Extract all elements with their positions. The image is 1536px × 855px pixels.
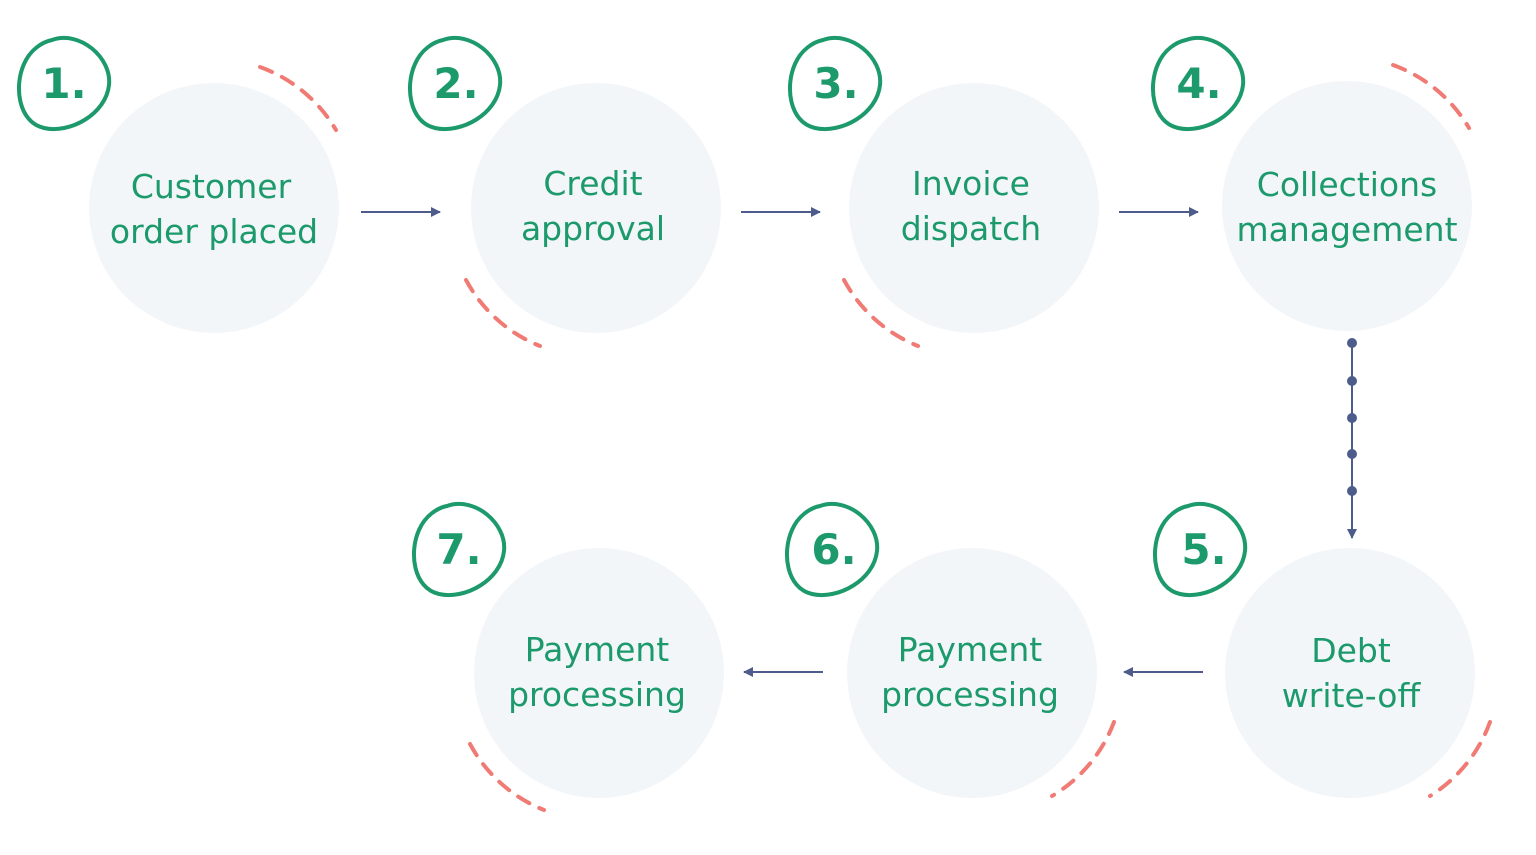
connector-dot	[1347, 376, 1357, 386]
step-number-badge	[787, 36, 883, 132]
step-label-line-2: processing	[881, 675, 1059, 714]
step-number: 1.	[41, 59, 86, 108]
dashed-accent-arc	[1428, 720, 1492, 798]
step-7: 7. Payment processing	[411, 502, 724, 812]
step-number: 6.	[811, 525, 856, 574]
step-number-badge	[407, 36, 503, 132]
step-1: 1. Customer order placed	[16, 36, 339, 333]
step-label-line-2: write-off	[1282, 676, 1422, 715]
step-label-line-1: Customer	[131, 167, 292, 206]
step-label-line-1: Invoice	[912, 164, 1030, 203]
step-label-line-1: Credit	[543, 164, 642, 203]
step-circle	[849, 83, 1099, 333]
step-6: 6. Payment processing	[784, 502, 1116, 798]
step-2: 2. Credit approval	[407, 36, 721, 348]
step-label-line-2: dispatch	[901, 209, 1041, 248]
step-number-badge	[1150, 36, 1246, 132]
step-circle	[471, 83, 721, 333]
step-number: 5.	[1181, 525, 1226, 574]
step-5: 5. Debt write-off	[1152, 502, 1492, 798]
step-number: 2.	[433, 59, 478, 108]
step-number: 7.	[436, 525, 481, 574]
connector-dot	[1347, 486, 1357, 496]
step-number-badge	[784, 502, 880, 598]
step-label-line-2: order placed	[110, 212, 318, 251]
connector-dot	[1347, 338, 1357, 348]
dashed-accent-arc	[258, 65, 338, 132]
step-label-line-1: Debt	[1311, 631, 1391, 670]
step-circle	[1222, 81, 1472, 331]
connector-dot	[1347, 413, 1357, 423]
step-number: 3.	[813, 59, 858, 108]
dashed-accent-arc	[1050, 720, 1116, 798]
step-number-badge	[1152, 502, 1248, 598]
connector-dot	[1347, 449, 1357, 459]
step-label-line-1: Payment	[898, 630, 1043, 669]
dashed-accent-arc	[842, 278, 920, 348]
step-4: 4. Collections management	[1150, 36, 1472, 331]
step-number-badge	[411, 502, 507, 598]
step-number-badge	[16, 36, 112, 132]
connectors	[361, 207, 1357, 677]
step-circle	[474, 548, 724, 798]
step-label-line-2: approval	[521, 209, 665, 248]
dashed-accent-arc	[1391, 63, 1471, 130]
step-label-line-2: processing	[508, 675, 686, 714]
connector-dots	[1347, 338, 1357, 496]
step-label-line-1: Collections	[1257, 165, 1437, 204]
step-circle	[847, 548, 1097, 798]
dashed-accent-arc	[464, 278, 542, 348]
step-label-line-1: Payment	[525, 630, 670, 669]
step-circle	[89, 83, 339, 333]
dashed-accent-arc	[468, 742, 546, 812]
step-label-line-2: management	[1236, 210, 1457, 249]
step-number: 4.	[1176, 59, 1221, 108]
step-3: 3. Invoice dispatch	[787, 36, 1099, 348]
step-circle	[1225, 548, 1475, 798]
